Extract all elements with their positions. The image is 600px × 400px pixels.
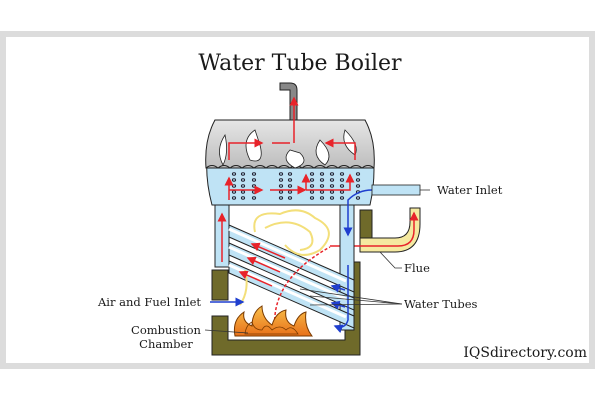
steam-bubble — [339, 190, 345, 194]
diagram-title: Water Tube Boiler — [198, 51, 402, 76]
flue-duct — [330, 207, 421, 253]
steam-bubble — [240, 190, 246, 194]
steam-bubble — [329, 196, 335, 200]
steam-bubble — [319, 196, 325, 200]
label-water-inlet: Water Inlet — [437, 183, 503, 197]
steam-bubble — [339, 178, 345, 182]
steam-drum — [205, 82, 375, 206]
steam-bubble — [339, 184, 345, 188]
steam-bubble — [309, 190, 315, 194]
label-water-tubes: Water Tubes — [404, 297, 478, 311]
steam-bubble — [231, 184, 237, 188]
label-flue: Flue — [404, 261, 430, 275]
steam-bubble — [278, 190, 284, 194]
steam-bubble — [309, 184, 315, 188]
steam-bubble — [329, 190, 335, 194]
steam-bubble — [329, 172, 335, 176]
steam-bubble — [278, 184, 284, 188]
steam-bubble — [329, 184, 335, 188]
steam-bubble — [329, 178, 335, 182]
steam-bubble — [231, 196, 237, 200]
steam-bubble — [240, 172, 246, 176]
steam-bubble — [251, 172, 257, 176]
steam-bubble — [319, 172, 325, 176]
steam-bubble — [355, 196, 361, 200]
burner-flames — [233, 305, 314, 337]
steam-bubble — [355, 178, 361, 182]
water-inlet-pipe — [371, 184, 421, 196]
steam-bubble — [287, 178, 293, 182]
steam-bubble — [231, 172, 237, 176]
steam-bubble — [278, 172, 284, 176]
label-combustion-chamber-line1: Combustion — [131, 323, 202, 337]
steam-bubble — [287, 184, 293, 188]
steam-bubble — [319, 190, 325, 194]
steam-bubble — [240, 178, 246, 182]
steam-bubble — [319, 178, 325, 182]
steam-bubble — [240, 196, 246, 200]
steam-bubble — [287, 172, 293, 176]
brand-watermark: IQSdirectory.com — [463, 345, 587, 361]
steam-bubble — [278, 178, 284, 182]
steam-bubble — [355, 172, 361, 176]
label-air-fuel-inlet: Air and Fuel Inlet — [97, 295, 201, 309]
steam-bubble — [309, 196, 315, 200]
steam-bubble — [251, 196, 257, 200]
steam-bubble — [339, 172, 345, 176]
steam-bubble — [240, 184, 246, 188]
steam-bubble — [251, 178, 257, 182]
steam-bubble — [339, 196, 345, 200]
steam-bubble — [231, 190, 237, 194]
steam-bubble — [319, 184, 325, 188]
steam-bubble — [287, 196, 293, 200]
steam-bubble — [355, 184, 361, 188]
steam-bubble — [278, 196, 284, 200]
leader-lines — [204, 189, 430, 334]
label-combustion-chamber-line2: Chamber — [139, 337, 193, 351]
steam-bubble — [287, 190, 293, 194]
